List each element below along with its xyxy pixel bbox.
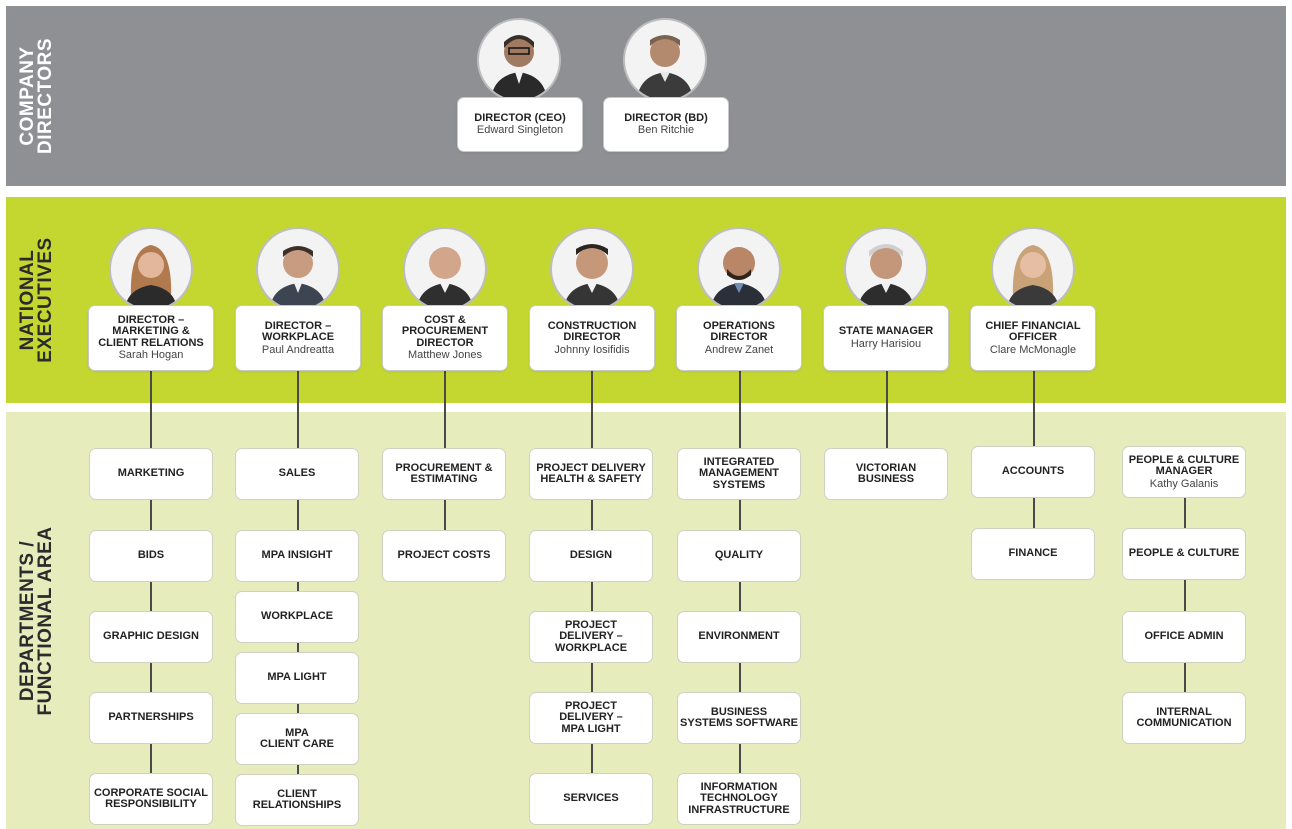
dept-workplace: WORKPLACE: [235, 591, 359, 643]
card-name: Sarah Hogan: [118, 349, 184, 362]
exec-matthew-jones-photo: [403, 227, 487, 311]
card-name: Clare McMonagle: [989, 343, 1077, 356]
card-name: Ben Ritchie: [637, 124, 695, 137]
card-title: DIRECTOR (BD): [624, 111, 708, 124]
exec-card-cost-procurement-director: COST & PROCUREMENT DIRECTOR Matthew Jone…: [382, 305, 508, 371]
dept-partnerships: PARTNERSHIPS: [89, 692, 213, 744]
card-title: DIRECTOR (CEO): [474, 111, 566, 124]
card-name: Johnny Iosifidis: [554, 343, 630, 356]
dept-mpa-client-care: MPA CLIENT CARE: [235, 713, 359, 765]
dept-mpa-light: MPA LIGHT: [235, 652, 359, 704]
card-name: Edward Singleton: [476, 124, 564, 137]
dept-accounts: ACCOUNTS: [971, 446, 1095, 498]
exec-card-marketing-director: DIRECTOR – MARKETING & CLIENT RELATIONS …: [88, 305, 214, 371]
card-name: Paul Andreatta: [261, 343, 335, 356]
card-title: CHIEF FINANCIAL OFFICER: [985, 319, 1081, 343]
exec-card-operations-director: OPERATIONS DIRECTOR Andrew Zanet: [676, 305, 802, 371]
dept-finance: FINANCE: [971, 528, 1095, 580]
exec-card-construction-director: CONSTRUCTION DIRECTOR Johnny Iosifidis: [529, 305, 655, 371]
dept-bids: BIDS: [89, 530, 213, 582]
dept-sales: SALES: [235, 448, 359, 500]
exec-sarah-hogan-photo: [109, 227, 193, 311]
card-title: DIRECTOR – WORKPLACE: [261, 319, 335, 343]
dept-corporate-social-responsibility: CORPORATE SOCIAL RESPONSIBILITY: [89, 773, 213, 825]
dept-business-systems-software: BUSINESS SYSTEMS SOFTWARE: [677, 692, 801, 744]
card-title: COST & PROCUREMENT DIRECTOR: [401, 313, 489, 349]
dept-marketing: MARKETING: [89, 448, 213, 500]
dept-project-delivery-workplace: PROJECT DELIVERY – WORKPLACE: [529, 611, 653, 663]
dept-internal-communication: INTERNAL COMMUNICATION: [1122, 692, 1246, 744]
exec-card-state-manager: STATE MANAGER Harry Harisiou: [823, 305, 949, 371]
dept-integrated-management-systems: INTEGRATED MANAGEMENT SYSTEMS: [677, 448, 801, 500]
card-title: OPERATIONS DIRECTOR: [703, 319, 775, 343]
exec-andrew-zanet-photo: [697, 227, 781, 311]
exec-card-chief-financial-officer: CHIEF FINANCIAL OFFICER Clare McMonagle: [970, 305, 1096, 371]
dept-procurement-estimating: PROCUREMENT & ESTIMATING: [382, 448, 506, 500]
connector-line: [739, 371, 741, 801]
director-bd-photo: [623, 18, 707, 102]
band-label-departments: DEPARTMENTS /FUNCTIONAL AREA: [17, 525, 56, 716]
connector-line: [591, 371, 593, 801]
director-ceo-photo: [477, 18, 561, 102]
dept-client-relationships: CLIENT RELATIONSHIPS: [235, 774, 359, 826]
card-title: DIRECTOR – MARKETING & CLIENT RELATIONS: [98, 313, 204, 349]
dept-quality: QUALITY: [677, 530, 801, 582]
dept-graphic-design: GRAPHIC DESIGN: [89, 611, 213, 663]
connector-line: [1184, 470, 1186, 720]
dept-people-culture: PEOPLE & CULTURE: [1122, 528, 1246, 580]
dept-project-delivery-health-safety: PROJECT DELIVERY HEALTH & SAFETY: [529, 448, 653, 500]
card-name: Matthew Jones: [408, 349, 482, 362]
dept-information-technology-infrastructure: INFORMATION TECHNOLOGY INFRASTRUCTURE: [677, 773, 801, 825]
dept-environment: ENVIRONMENT: [677, 611, 801, 663]
card-title: STATE MANAGER: [838, 325, 934, 338]
exec-johnny-iosifidis-photo: [550, 227, 634, 311]
dept-victorian-business: VICTORIAN BUSINESS: [824, 448, 948, 500]
connector-line: [886, 371, 888, 466]
dept-people-culture-manager: PEOPLE & CULTURE MANAGER Kathy Galanis: [1122, 446, 1246, 498]
dept-design: DESIGN: [529, 530, 653, 582]
connector-line: [150, 371, 152, 811]
director-bd-card: DIRECTOR (BD) Ben Ritchie: [603, 97, 729, 152]
exec-harry-harisiou-photo: [844, 227, 928, 311]
card-title: CONSTRUCTION DIRECTOR: [547, 319, 637, 343]
dept-services: SERVICES: [529, 773, 653, 825]
card-name: Andrew Zanet: [704, 343, 774, 356]
dept-project-costs: PROJECT COSTS: [382, 530, 506, 582]
exec-paul-andreatta-photo: [256, 227, 340, 311]
exec-card-workplace-director: DIRECTOR – WORKPLACE Paul Andreatta: [235, 305, 361, 371]
dept-office-admin: OFFICE ADMIN: [1122, 611, 1246, 663]
director-ceo-card: DIRECTOR (CEO) Edward Singleton: [457, 97, 583, 152]
card-name: Harry Harisiou: [850, 337, 922, 350]
dept-mpa-insight: MPA INSIGHT: [235, 530, 359, 582]
exec-clare-mcmonagle-photo: [991, 227, 1075, 311]
dept-project-delivery-mpa-light: PROJECT DELIVERY – MPA LIGHT: [529, 692, 653, 744]
